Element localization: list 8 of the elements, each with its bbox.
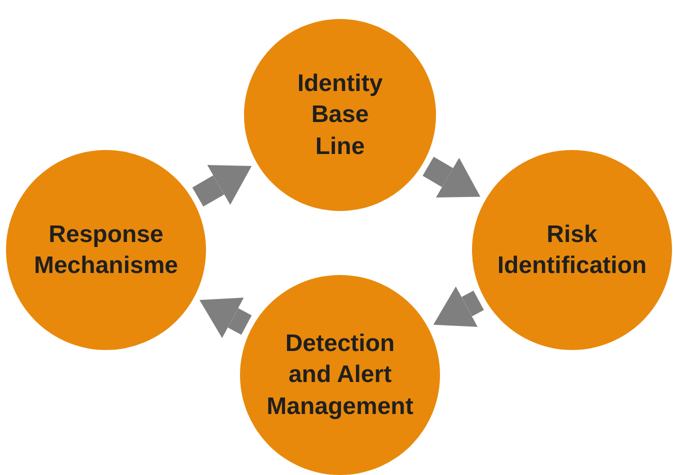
node-label: Identity Base Line [296, 69, 384, 162]
arrow [200, 298, 252, 338]
arrow [422, 156, 480, 198]
arrow [192, 165, 252, 207]
arrow [433, 286, 484, 327]
node-label: Detection and Alert Management [266, 329, 414, 422]
node-label: Risk Identification [496, 220, 648, 281]
node-label: Response Mechanisme [32, 220, 180, 281]
